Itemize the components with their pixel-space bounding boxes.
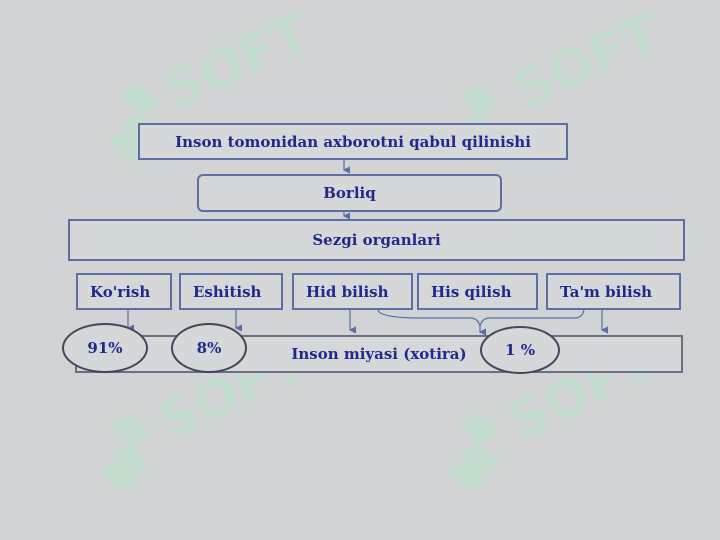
sense-box-taste: Ta'm bilish <box>546 273 681 310</box>
brace-touch-taste <box>377 309 585 327</box>
sense-label: Ko'rish <box>90 282 151 301</box>
brain-label: Inson miyasi (xotira) <box>291 345 467 363</box>
sense-box-smell: Hid bilish <box>292 273 413 310</box>
sense-organs-box: Sezgi organlari <box>68 219 685 261</box>
percentage-label: 8% <box>196 339 222 357</box>
title-box: Inson tomonidan axborotni qabul qilinish… <box>138 123 568 160</box>
sense-organs-label: Sezgi organlari <box>312 231 441 249</box>
percentage-label: 91% <box>87 339 123 357</box>
sense-label: Ta'm bilish <box>560 282 653 301</box>
reality-label: Borliq <box>323 184 376 202</box>
percentage-oval-sight: 91% <box>62 323 148 373</box>
percentage-label: 1 % <box>505 341 535 359</box>
sense-box-touch: His qilish <box>417 273 538 310</box>
brain-box: Inson miyasi (xotira) <box>75 335 683 373</box>
sense-label: Eshitish <box>193 282 262 301</box>
percentage-oval-hearing: 8% <box>171 323 247 373</box>
sense-label: Hid bilish <box>306 282 389 301</box>
sense-box-hearing: Eshitish <box>179 273 283 310</box>
sense-box-sight: Ko'rish <box>76 273 172 310</box>
title-label: Inson tomonidan axborotni qabul qilinish… <box>175 132 531 151</box>
sense-label: His qilish <box>431 282 512 301</box>
reality-box: Borliq <box>197 174 502 212</box>
percentage-oval-others: 1 % <box>480 326 560 374</box>
